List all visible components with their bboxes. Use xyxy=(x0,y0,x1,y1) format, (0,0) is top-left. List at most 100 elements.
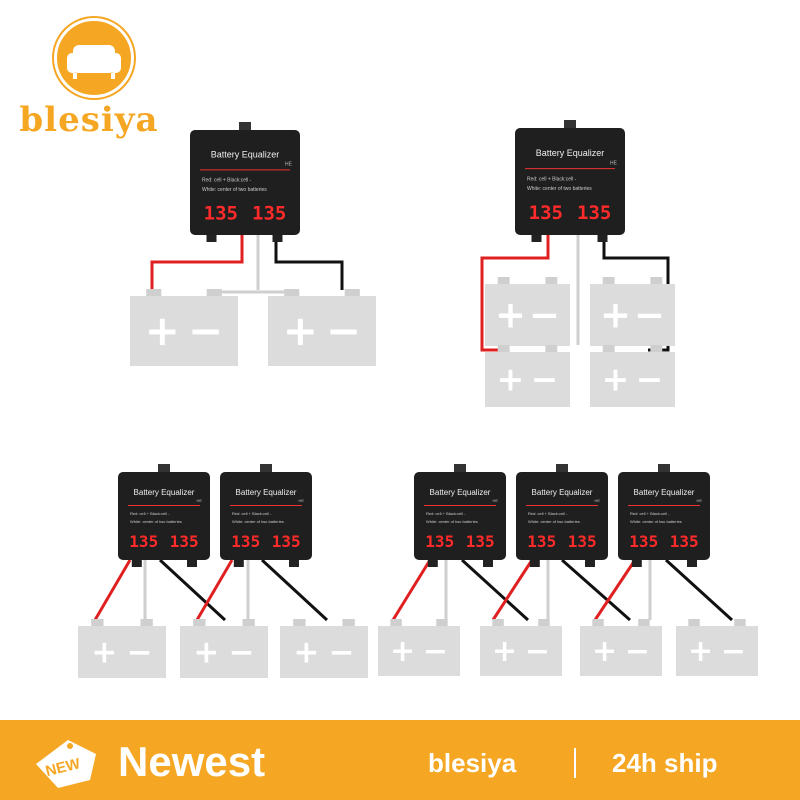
voltage-display-right: 135 xyxy=(170,532,199,551)
device-model: HE xyxy=(610,160,618,166)
battery-body xyxy=(480,626,562,676)
battery: +− xyxy=(378,619,460,676)
battery-body xyxy=(590,352,675,407)
device-model: HE xyxy=(285,162,293,168)
device-model: HE xyxy=(196,498,202,503)
headline: Newest xyxy=(118,738,266,785)
shipping-label: 24h ship xyxy=(612,748,718,778)
wire xyxy=(195,559,234,621)
minus-sign: − xyxy=(329,634,355,670)
minus-sign: − xyxy=(229,634,255,670)
mount-tab xyxy=(556,464,568,474)
voltage-display-left: 135 xyxy=(629,532,658,551)
battery-terminal-pos xyxy=(293,619,306,627)
battery-body xyxy=(280,626,368,678)
device-title: Battery Equalizer xyxy=(236,488,297,497)
battery-body xyxy=(590,284,675,346)
terminal xyxy=(631,560,642,567)
battery: +− xyxy=(676,619,758,676)
voltage-display-left: 135 xyxy=(129,532,158,551)
battery-terminal-neg xyxy=(638,619,650,627)
minus-sign: − xyxy=(188,306,223,355)
wire xyxy=(480,235,550,352)
battery-body xyxy=(78,626,166,678)
battery-terminal-neg xyxy=(734,619,746,627)
wire xyxy=(664,558,734,622)
plus-sign: + xyxy=(495,293,526,336)
battery-terminal-neg xyxy=(342,619,355,627)
battery-body xyxy=(130,296,238,366)
voltage-display-left: 135 xyxy=(529,202,563,224)
device-body xyxy=(516,472,608,560)
battery-body xyxy=(485,352,570,407)
wire xyxy=(260,558,329,622)
device-caption: White: center of two batteries xyxy=(232,519,284,524)
terminal xyxy=(206,235,217,242)
minus-sign: − xyxy=(127,634,153,670)
device-caption: Red: cell + Black:cell - xyxy=(527,176,577,182)
device-body xyxy=(190,130,300,235)
battery-terminal-neg xyxy=(206,289,222,297)
plus-sign: + xyxy=(492,634,517,669)
battery-body xyxy=(180,626,268,678)
device-caption: White: center of two batteries xyxy=(426,519,478,524)
battery: +− xyxy=(580,619,662,676)
minus-sign: − xyxy=(634,293,665,336)
device-title: Battery Equalizer xyxy=(532,488,593,497)
mount-tab xyxy=(158,464,170,474)
footer-brand: blesiya xyxy=(428,748,517,778)
plus-sign: + xyxy=(145,306,180,355)
terminal xyxy=(483,560,493,567)
battery-terminal-pos xyxy=(688,619,700,627)
minus-sign: − xyxy=(625,634,650,669)
battery-terminal-neg xyxy=(140,619,153,627)
plus-sign: + xyxy=(390,634,415,669)
footer-divider xyxy=(574,748,576,778)
plus-sign: + xyxy=(688,634,713,669)
voltage-display-left: 135 xyxy=(204,202,238,224)
plus-sign: + xyxy=(497,360,525,399)
battery-terminal-pos xyxy=(91,619,104,627)
device-title: Battery Equalizer xyxy=(430,488,491,497)
wire xyxy=(593,559,637,621)
wire xyxy=(158,558,227,622)
battery-terminal-neg xyxy=(436,619,448,627)
battery-terminal-pos xyxy=(284,289,300,297)
battery-body xyxy=(268,296,376,366)
device-model: HE xyxy=(594,498,600,503)
logo-text: blesiya xyxy=(19,100,159,140)
plus-sign: + xyxy=(283,306,318,355)
voltage-display-right: 135 xyxy=(272,532,301,551)
battery-body xyxy=(580,626,662,676)
voltage-display-left: 135 xyxy=(425,532,454,551)
wire xyxy=(274,235,344,290)
battery-terminal-pos xyxy=(602,277,615,285)
minus-sign: − xyxy=(721,634,746,669)
mount-tab xyxy=(454,464,466,474)
battery: +− xyxy=(590,345,675,407)
wire xyxy=(391,559,432,621)
device-body xyxy=(414,472,506,560)
device-title: Battery Equalizer xyxy=(634,488,695,497)
plus-sign: + xyxy=(193,634,219,670)
voltage-display-right: 135 xyxy=(252,202,286,224)
battery-terminal-pos xyxy=(193,619,206,627)
battery-terminal-pos xyxy=(497,277,510,285)
battery: +− xyxy=(480,619,562,676)
battery-terminal-pos xyxy=(602,345,615,353)
device-body xyxy=(118,472,210,560)
voltage-display-right: 135 xyxy=(568,532,597,551)
terminal xyxy=(585,560,595,567)
device-model: HE xyxy=(492,498,498,503)
device-caption: White: center of two batteries xyxy=(527,186,592,192)
battery-terminal-neg xyxy=(344,289,360,297)
device-model: HE xyxy=(696,498,702,503)
footer-banner: NEW Newest blesiya 24h ship xyxy=(0,720,800,800)
battery-terminal-pos xyxy=(146,289,162,297)
battery-terminal-pos xyxy=(492,619,504,627)
brand-logo: blesiya xyxy=(14,18,164,148)
